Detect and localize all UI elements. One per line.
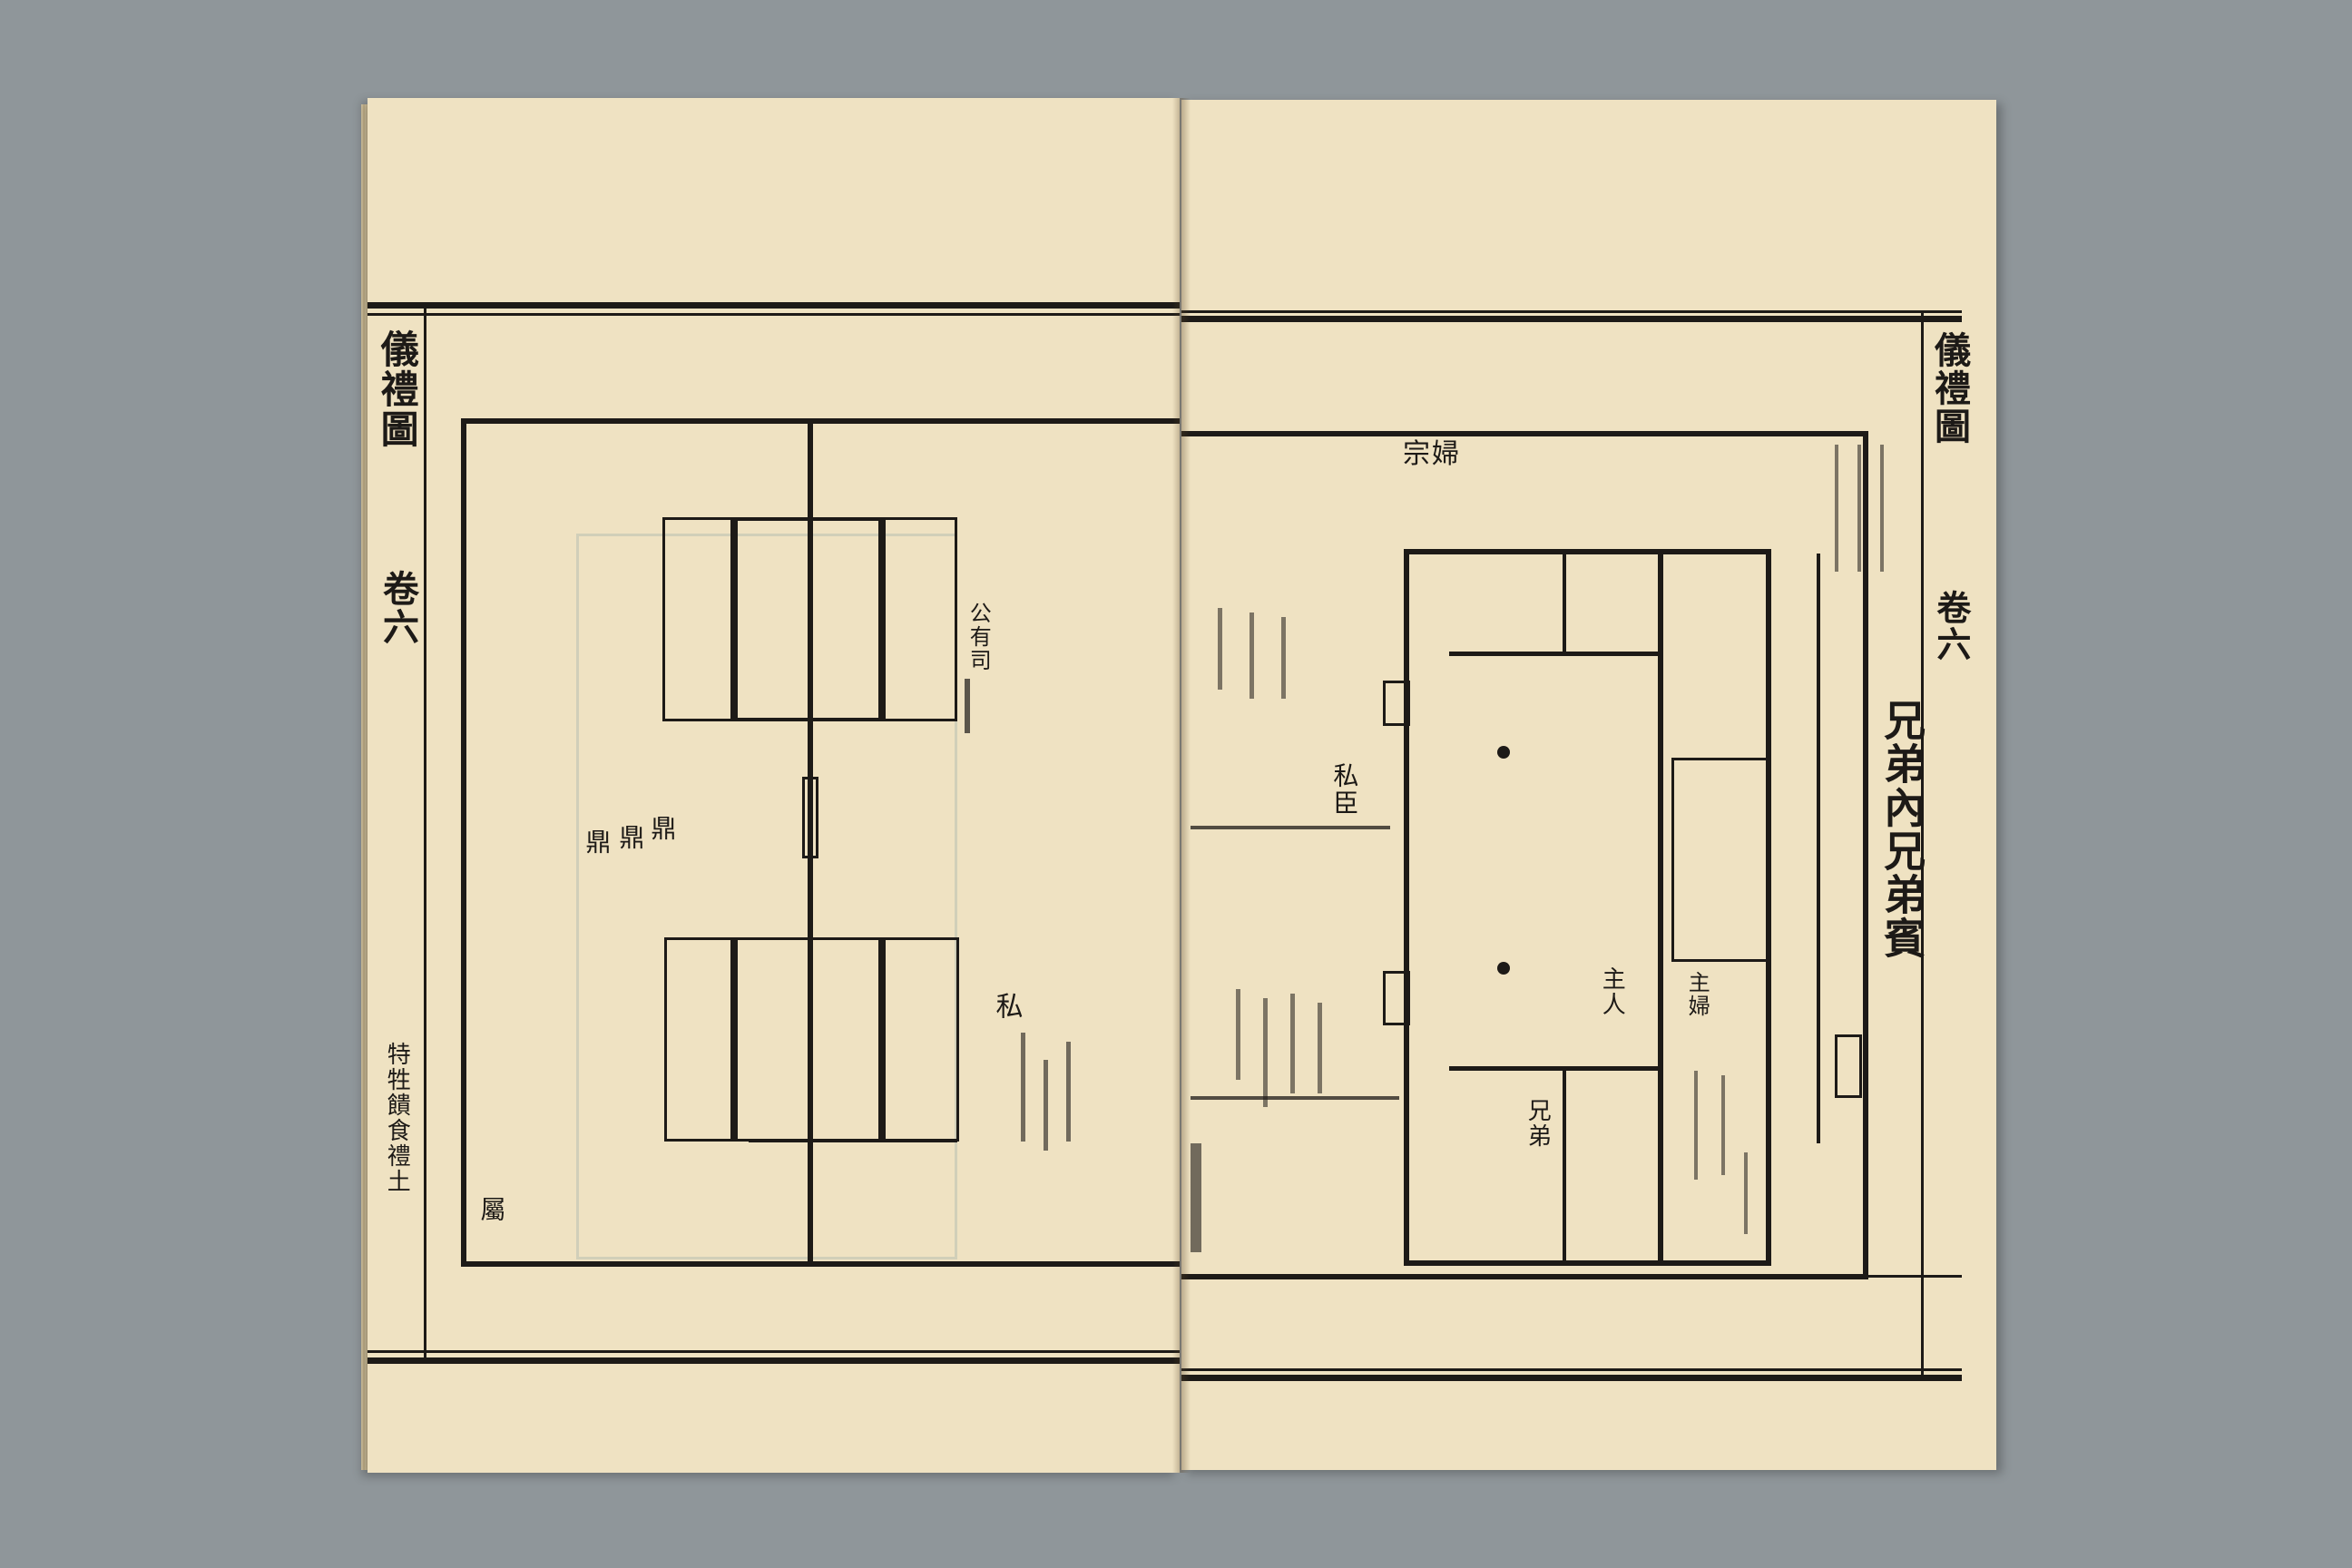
lower-table-rail [749,1139,957,1142]
upper-table-rail [730,517,885,521]
bottom-rule-thin [368,1350,1180,1353]
annotation-strip [1191,1143,1201,1252]
annotation-strip [1066,1042,1071,1142]
bleed-through [576,534,957,1259]
annotation-strip [1263,998,1268,1107]
annotation-strip [1318,1003,1322,1093]
annotation-strip [1721,1075,1725,1175]
lower-table-post-right [878,937,886,1142]
label-zongfu: 宗婦 [1403,438,1461,470]
left-diagram-frame [461,418,1180,1267]
annotation-strip [1250,612,1254,699]
label-xiongdi: 兄弟 [1524,1098,1552,1149]
label-ding-b: 鼎 [615,824,646,851]
dotted-line [1191,826,1390,829]
stand-east [1835,1034,1862,1098]
lower-table [664,937,959,1142]
marker-dot [1497,746,1510,759]
annotation-strip [1835,445,1838,572]
bottom-rule [1181,1375,1962,1381]
left-page: 儀禮圖 卷六 特牲饋食禮土 公有司 鼎 鼎 鼎 私 屬 [368,98,1180,1473]
annotation-strip [1236,989,1240,1080]
label-sichen: 私臣 [1329,762,1360,817]
hall-inner-wall [1658,554,1663,1266]
top-rule-thin [368,313,1180,316]
bottom-rule-thin [1181,1368,1962,1371]
label-shu: 屬 [476,1196,507,1223]
stand-west [1383,681,1410,726]
hall-partition [1563,554,1566,653]
book-gutter [1172,98,1191,1473]
center-axis [808,423,813,1262]
right-margin-title: 儀禮圖 [1928,331,1971,446]
top-rule [1181,316,1962,322]
label-ding-c: 鼎 [582,828,612,856]
left-margin-volume: 卷六 [377,570,419,646]
annotation-strip [1880,445,1884,572]
room-east [1671,758,1771,962]
top-rule [368,302,1180,309]
label-zhuren: 主人 [1598,966,1626,1017]
margin-line [424,302,426,1364]
hall-beam-lower [1449,1066,1658,1071]
annotation-strip [1044,1060,1048,1151]
annotation-strip [1744,1152,1748,1234]
top-rule-thin [1181,310,1962,313]
marker-dot [1497,962,1510,975]
margin-line [1921,310,1924,1381]
upper-table-post-right [878,517,886,721]
hall-partition [1563,1069,1566,1264]
right-page: 儀禮圖 卷六 宗婦 私臣 主人 兄弟 兄弟內兄弟賓 主婦 [1181,100,1996,1470]
annotation-strip [1021,1033,1025,1142]
east-wall [1817,554,1820,1143]
stand-west-lower [1383,971,1410,1025]
label-zhufu: 主婦 [1684,971,1710,1018]
hall-beam-upper [1449,652,1658,656]
annotation-strip [1857,445,1861,572]
upper-table [662,517,957,721]
annotation-strip [1218,608,1222,690]
annotation-strip [1281,617,1286,699]
dotted-line [1191,1096,1399,1100]
lower-table-post-left [730,937,738,1142]
annotation-strip [965,679,970,733]
left-margin-title: 儀禮圖 [375,329,420,449]
right-diagram-frame [1181,431,1868,1279]
right-caption: 兄弟內兄弟賓 [1877,699,1927,960]
annotation-strip [1290,994,1295,1093]
axis-gate [802,777,818,858]
annotation-strip [1694,1071,1698,1180]
bottom-rule [368,1357,1180,1364]
upper-table-rail-bottom [730,718,885,721]
upper-table-post-left [730,517,738,721]
label-ding-a: 鼎 [647,815,678,842]
label-si: 私 [990,992,1023,1021]
label-gongyousi: 公有司 [965,602,992,672]
right-margin-volume: 卷六 [1930,590,1972,662]
left-margin-section: 特牲饋食禮土 [383,1042,411,1194]
